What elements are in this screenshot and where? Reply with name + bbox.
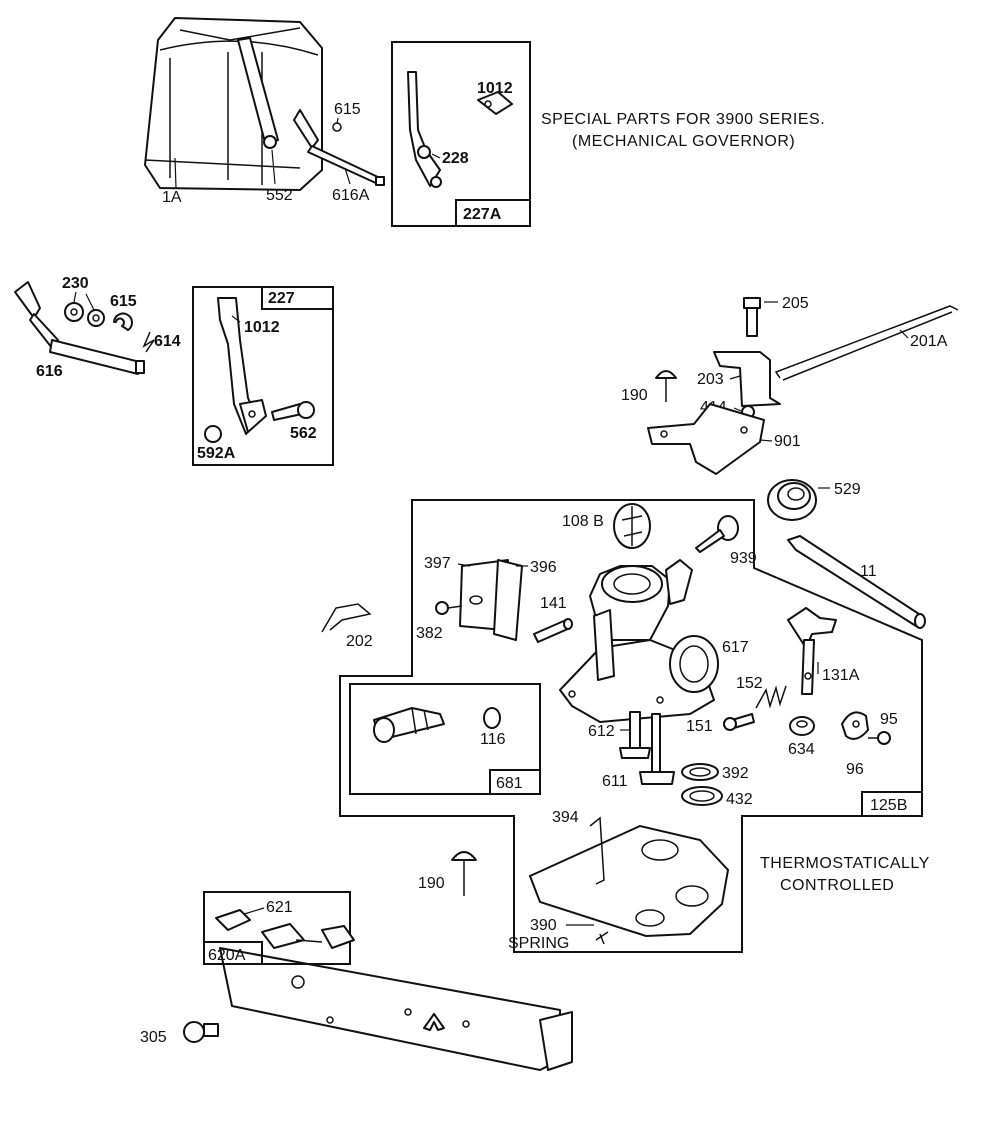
label-96: 96 bbox=[846, 761, 864, 778]
label-190: 190 bbox=[418, 875, 445, 892]
part-901-bracket bbox=[647, 403, 765, 475]
label-11: 11 bbox=[860, 563, 877, 580]
part-615a-clip bbox=[332, 122, 342, 132]
label-390: 390 bbox=[530, 917, 557, 934]
part-634-washer bbox=[789, 716, 815, 736]
label-396: 396 bbox=[530, 559, 557, 576]
label-230: 230 bbox=[62, 275, 89, 292]
label-615: 615 bbox=[334, 101, 361, 118]
part-205-bolt bbox=[743, 297, 761, 337]
part-529-grommet bbox=[767, 479, 817, 521]
label-617: 617 bbox=[722, 639, 749, 656]
kit-label-620A: 620A bbox=[208, 947, 246, 964]
part-203-bracket bbox=[713, 351, 781, 407]
label-1012: 1012 bbox=[244, 319, 280, 336]
kit-125B-outline bbox=[339, 499, 923, 953]
kit-label-227: 227 bbox=[268, 290, 295, 307]
label-205: 205 bbox=[782, 295, 809, 312]
label-392: 392 bbox=[722, 765, 749, 782]
label-592A: 592A bbox=[197, 445, 236, 462]
part-552-lever bbox=[237, 37, 279, 149]
label-397: 397 bbox=[424, 555, 451, 572]
label-202: 202 bbox=[346, 633, 373, 650]
part-939-needle bbox=[695, 515, 739, 553]
kit-620A-box bbox=[203, 891, 355, 965]
part-392-gasket bbox=[681, 763, 719, 781]
label-203: 203 bbox=[697, 371, 724, 388]
label-201A: 201A bbox=[910, 333, 948, 350]
label-394: 394 bbox=[552, 809, 579, 826]
kit-227A-box bbox=[391, 41, 531, 227]
part-96-cam bbox=[841, 711, 869, 740]
label-228: 228 bbox=[442, 150, 469, 167]
label-305: 305 bbox=[140, 1029, 167, 1046]
part-201A-rod bbox=[774, 305, 959, 381]
part-230-washer bbox=[64, 302, 84, 322]
part-151-screw bbox=[723, 713, 755, 731]
note-thermostatically: THERMOSTATICALLY bbox=[760, 855, 930, 872]
part-382-screw bbox=[435, 601, 463, 615]
label-901: 901 bbox=[774, 433, 801, 450]
part-190b-screw bbox=[451, 851, 477, 896]
part-131A-lever bbox=[787, 607, 837, 695]
label-1012: 1012 bbox=[477, 80, 513, 97]
label-615: 615 bbox=[110, 293, 137, 310]
label-612: 612 bbox=[588, 723, 615, 740]
part-carburetor-body bbox=[559, 559, 719, 785]
part-11-tube bbox=[787, 535, 926, 629]
part-614-pin bbox=[142, 331, 155, 353]
label-151: 151 bbox=[686, 718, 713, 735]
label-141: 141 bbox=[540, 595, 567, 612]
kit-label-227A: 227A bbox=[463, 206, 502, 223]
label-190: 190 bbox=[621, 387, 648, 404]
part-141-pin bbox=[533, 618, 573, 643]
part-616-lever-shaft bbox=[14, 281, 145, 375]
part-615b-ring bbox=[87, 309, 133, 331]
label-95: 95 bbox=[880, 711, 898, 728]
part-202-spring bbox=[321, 603, 372, 633]
label-611: 611 bbox=[602, 773, 628, 790]
part-control-panel bbox=[219, 947, 573, 1071]
label-432: 432 bbox=[726, 791, 753, 808]
part-108B-plate bbox=[613, 503, 651, 549]
label-108B: 108 B bbox=[562, 513, 604, 530]
kit-label-125B: 125B bbox=[870, 797, 907, 814]
kit-227-box bbox=[192, 286, 334, 466]
label-939: 939 bbox=[730, 550, 757, 567]
label-634: 634 bbox=[788, 741, 815, 758]
label-382: 382 bbox=[416, 625, 443, 642]
part-397-396-choke bbox=[459, 559, 523, 641]
label-116: 116 bbox=[480, 731, 506, 748]
part-305-bolt bbox=[183, 1021, 219, 1043]
label-614: 614 bbox=[154, 333, 181, 350]
note-mechanical-governor: (MECHANICAL GOVERNOR) bbox=[572, 133, 795, 150]
part-95-screw bbox=[868, 731, 891, 745]
label-spring: SPRING bbox=[508, 935, 569, 952]
part-394-gasket-plate bbox=[528, 816, 730, 945]
part-190a-screw bbox=[655, 370, 677, 402]
label-1A: 1A bbox=[162, 189, 182, 206]
part-432-gasket bbox=[681, 786, 723, 806]
label-616: 616 bbox=[36, 363, 63, 380]
part-1A-housing bbox=[144, 17, 323, 191]
label-529: 529 bbox=[834, 481, 861, 498]
part-616A-shaft bbox=[293, 109, 385, 186]
note-special-parts: SPECIAL PARTS FOR 3900 SERIES. bbox=[541, 111, 825, 128]
note-controlled: CONTROLLED bbox=[780, 877, 894, 894]
label-621: 621 bbox=[266, 899, 293, 916]
kit-681-box bbox=[349, 683, 541, 795]
label-152: 152 bbox=[736, 675, 763, 692]
kit-label-681: 681 bbox=[496, 775, 523, 792]
part-152-spring bbox=[755, 685, 787, 709]
label-131A: 131A bbox=[822, 667, 860, 684]
label-616A: 616A bbox=[332, 187, 370, 204]
label-552: 552 bbox=[266, 187, 293, 204]
label-562: 562 bbox=[290, 425, 317, 442]
